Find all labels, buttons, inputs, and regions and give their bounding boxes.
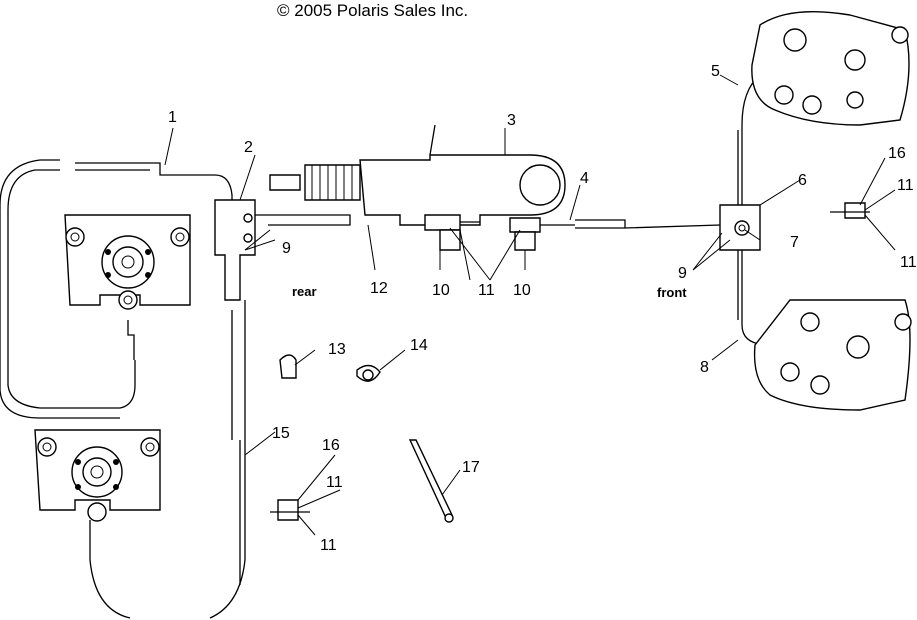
callout-7: 7 xyxy=(790,234,799,251)
callout-15: 15 xyxy=(272,425,290,442)
master-cylinder xyxy=(269,124,566,226)
callout-1: 1 xyxy=(168,109,177,126)
callout-9-rear: 9 xyxy=(282,240,291,257)
callout-11-lower-bottom: 11 xyxy=(320,537,337,554)
callout-2: 2 xyxy=(244,139,253,156)
callout-11-right-bottom: 11 xyxy=(900,254,917,271)
callout-3: 3 xyxy=(507,112,516,129)
callout-10-right: 10 xyxy=(513,282,531,299)
callout-14: 14 xyxy=(410,337,428,354)
rear-caliper-upper xyxy=(64,214,191,310)
callout-11-lower-top: 11 xyxy=(326,474,343,491)
label-rear: rear xyxy=(292,284,317,299)
junction-block-front xyxy=(719,204,761,251)
cable-tie-17 xyxy=(408,439,454,523)
callout-11-right-top: 11 xyxy=(897,177,914,194)
center-fittings xyxy=(424,214,575,251)
callout-5: 5 xyxy=(711,63,720,80)
junction-block-rear xyxy=(214,199,256,301)
callout-17: 17 xyxy=(462,459,480,476)
callout-6: 6 xyxy=(798,172,807,189)
callout-16-right: 16 xyxy=(888,145,906,162)
callout-4: 4 xyxy=(580,170,589,187)
callout-16-lower: 16 xyxy=(322,437,340,454)
clamp-14 xyxy=(356,364,381,382)
front-caliper-upper xyxy=(751,11,910,126)
callout-13: 13 xyxy=(328,341,346,358)
callout-10-left: 10 xyxy=(432,282,450,299)
callout-11-center: 11 xyxy=(478,282,495,299)
copyright-text: © 2005 Polaris Sales Inc. xyxy=(277,1,468,20)
callout-12: 12 xyxy=(370,280,388,297)
fitting-16-lower xyxy=(270,499,310,521)
front-caliper-lower xyxy=(753,299,912,411)
label-front: front xyxy=(657,285,687,300)
callout-9-front: 9 xyxy=(678,265,687,282)
clip-13 xyxy=(279,354,297,379)
rear-caliper-lower xyxy=(34,429,161,522)
callout-8: 8 xyxy=(700,359,709,376)
fitting-16-right xyxy=(830,202,870,219)
